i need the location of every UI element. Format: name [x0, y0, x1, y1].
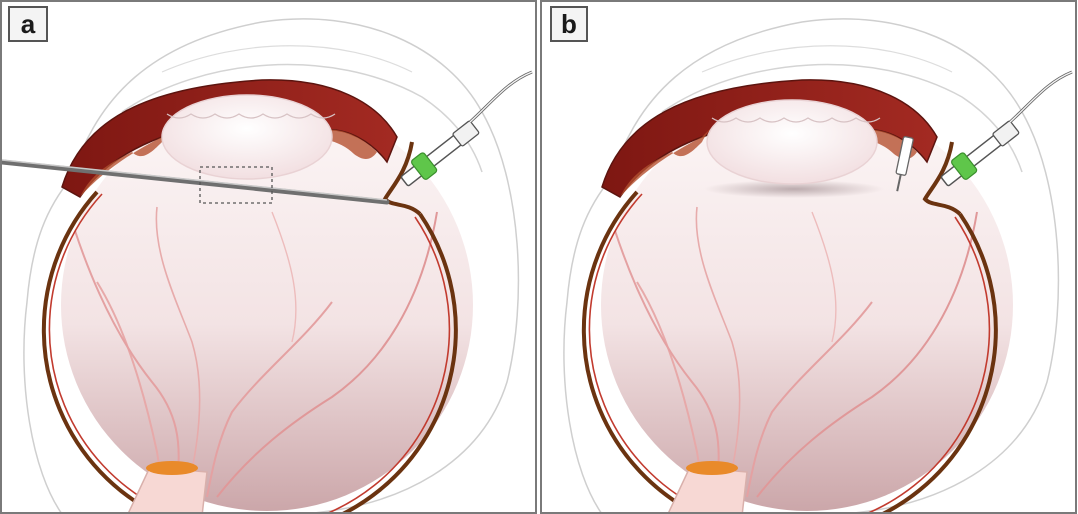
panel-b: b	[540, 0, 1077, 514]
optic-disc	[146, 461, 198, 475]
lens	[707, 100, 877, 184]
eye-diagram-a	[2, 2, 537, 514]
panel-label-b: b	[550, 6, 588, 42]
lens	[162, 95, 332, 179]
infusion-line	[470, 72, 532, 122]
eye-diagram-b	[542, 2, 1077, 514]
optic-disc	[686, 461, 738, 475]
infusion-line	[1010, 72, 1072, 122]
panel-a: a	[0, 0, 537, 514]
panel-label-a: a	[8, 6, 48, 42]
